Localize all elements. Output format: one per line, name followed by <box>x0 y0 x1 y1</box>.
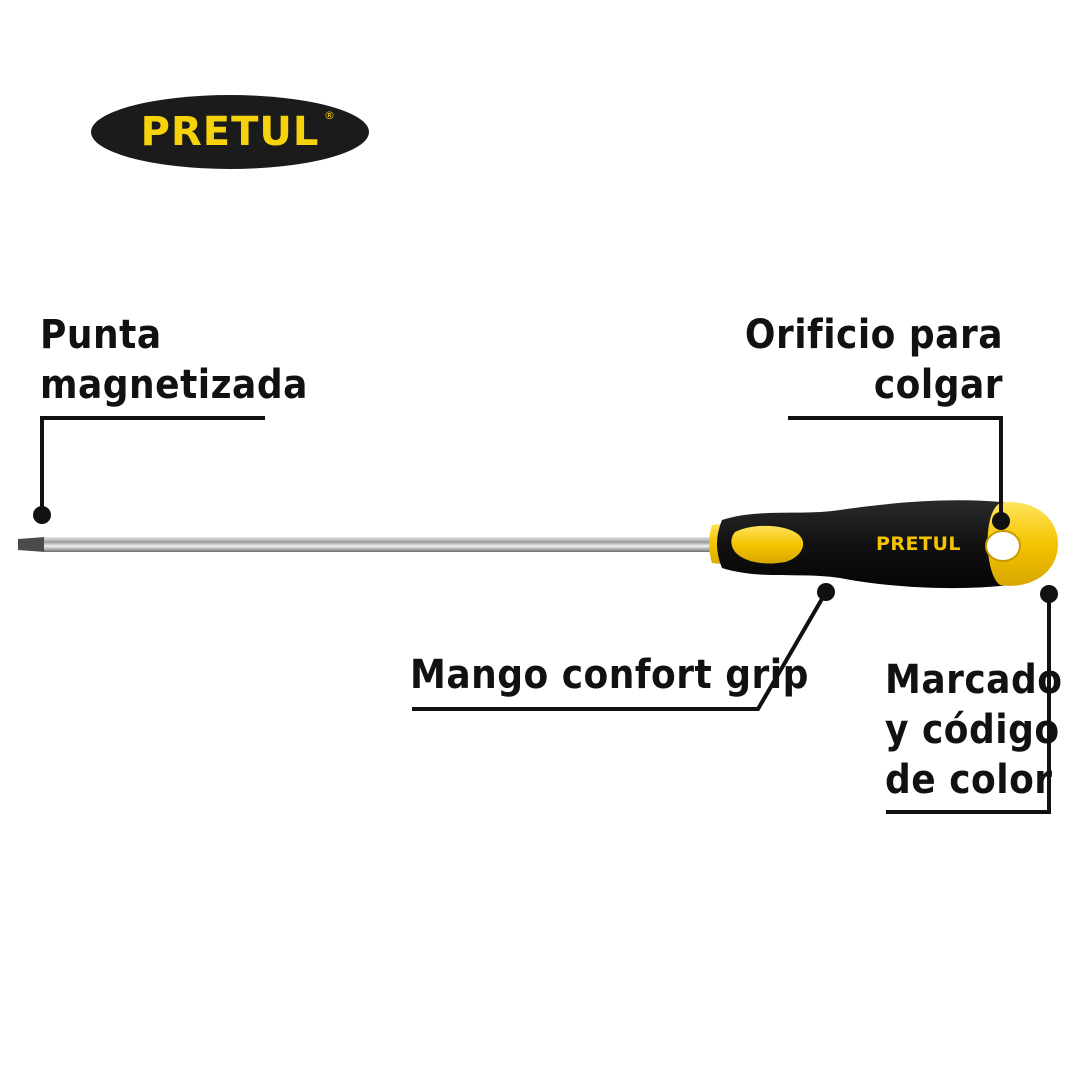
label-magnetized-tip: Punta magnetizada <box>40 310 308 410</box>
label-line: y código <box>885 707 1060 753</box>
callout-line-hole <box>788 416 1003 521</box>
label-color-code: Marcado y código de color <box>885 655 1062 805</box>
label-line: colgar <box>873 362 1003 408</box>
label-hanging-hole: Orificio para colgar <box>745 310 1003 410</box>
handle-grip <box>717 500 1010 589</box>
label-line: Mango confort grip <box>410 652 809 698</box>
hanging-hole <box>985 530 1021 562</box>
label-line: magnetizada <box>40 362 308 408</box>
label-comfort-grip: Mango confort grip <box>410 650 809 700</box>
pretul-logo: PRETUL ® <box>91 95 369 169</box>
logo-text: PRETUL <box>140 109 320 155</box>
callout-line-grip <box>412 590 828 711</box>
handle-brand-text: PRETUL <box>876 533 962 555</box>
registered-mark: ® <box>324 109 335 122</box>
label-line: Marcado <box>885 657 1063 703</box>
label-line: de color <box>885 757 1053 803</box>
callout-line-tip <box>40 416 265 515</box>
label-line: Punta <box>40 312 162 358</box>
callout-line-cap <box>886 594 1051 814</box>
label-line: Orificio para <box>744 312 1003 358</box>
screwdriver-shaft <box>44 537 720 552</box>
screwdriver-tip <box>18 537 45 552</box>
grip-insert <box>731 525 804 564</box>
